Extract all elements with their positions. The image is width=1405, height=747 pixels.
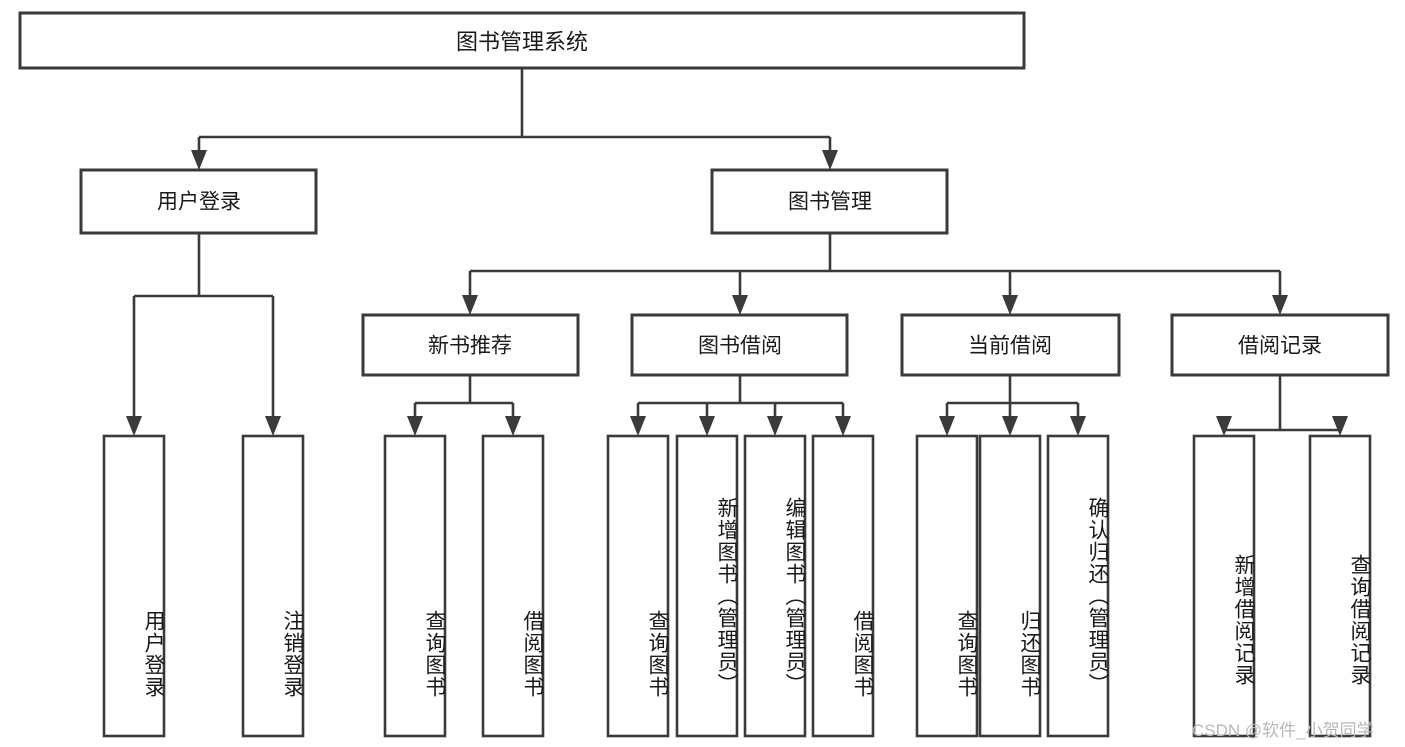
arrow-to-leaf-query-book-3 xyxy=(939,416,955,436)
node-user-login-box[interactable] xyxy=(79,168,318,235)
node-current-borrow-label: 当前借阅 xyxy=(968,335,1052,358)
edge-newbook-bus xyxy=(413,375,515,422)
node-leaf-edit-book-box[interactable] xyxy=(743,434,807,738)
arrow-to-book-manage xyxy=(822,150,838,170)
node-leaf-query-book-2-box[interactable] xyxy=(606,434,670,738)
node-leaf-query-record-box[interactable] xyxy=(1308,434,1372,738)
node-leaf-return-book-box[interactable] xyxy=(978,434,1042,738)
arrow-to-user-login xyxy=(191,150,207,170)
node-leaf-query-book-3-box[interactable] xyxy=(915,434,979,738)
arrow-to-leaf-edit-book xyxy=(767,416,783,436)
arrow-to-book-borrow xyxy=(732,295,748,315)
arrow-to-leaf-return-book xyxy=(1002,416,1018,436)
arrow-to-leaf-add-record xyxy=(1216,416,1232,436)
node-book-borrow-box[interactable] xyxy=(630,313,849,377)
arrow-to-leaf-borrow-book-1 xyxy=(505,416,521,436)
edge-bookborrow-bus xyxy=(636,375,845,422)
edge-root-bus xyxy=(197,68,832,156)
arrow-to-new-book-recommend xyxy=(462,295,478,315)
node-borrow-record-box[interactable] xyxy=(1170,313,1390,377)
node-leaf-query-book-1-box[interactable] xyxy=(383,434,447,738)
node-book-manage-box[interactable] xyxy=(710,168,949,235)
arrow-to-leaf-query-book-1 xyxy=(407,416,423,436)
node-book-manage-label: 图书管理 xyxy=(788,191,872,214)
node-user-login-label: 用户登录 xyxy=(157,191,241,214)
node-current-borrow-box[interactable] xyxy=(900,313,1121,377)
node-leaf-borrow-book-2-box[interactable] xyxy=(811,434,875,738)
node-leaf-confirm-return-box[interactable] xyxy=(1046,434,1110,738)
node-leaf-add-record-box[interactable] xyxy=(1192,434,1256,738)
csdn-watermark: CSDN @软件_小贺同学 xyxy=(1192,721,1374,740)
nodes-layer: 图书管理系统 用户登录 图书管理 新书推荐 图书借阅 当前借阅 借阅记录 xyxy=(18,11,1390,738)
arrow-to-current-borrow xyxy=(1002,295,1018,315)
edges-layer xyxy=(126,68,1348,436)
node-book-borrow-label: 图书借阅 xyxy=(698,335,782,358)
node-leaf-user-login-box[interactable] xyxy=(102,434,166,738)
node-new-book-recommend-box[interactable] xyxy=(361,313,580,377)
arrow-to-leaf-confirm-return xyxy=(1070,416,1086,436)
arrow-to-leaf-user-login xyxy=(126,416,142,436)
node-root-label: 图书管理系统 xyxy=(456,30,588,55)
edge-userlogin-bus xyxy=(132,233,275,422)
node-root-box[interactable] xyxy=(18,11,1026,70)
arrow-to-leaf-query-book-2 xyxy=(630,416,646,436)
edge-bookmanage-bus xyxy=(468,233,1282,301)
arrow-to-leaf-borrow-book-2 xyxy=(835,416,851,436)
arrow-to-leaf-query-record xyxy=(1332,416,1348,436)
arrow-to-leaf-add-book xyxy=(699,416,715,436)
edge-borrowrecord-bus xyxy=(1222,375,1342,432)
node-leaf-logout-login-box[interactable] xyxy=(241,434,305,738)
arrow-to-borrow-record xyxy=(1272,295,1288,315)
node-new-book-recommend-label: 新书推荐 xyxy=(428,335,512,358)
arrow-to-leaf-logout-login xyxy=(265,416,281,436)
node-borrow-record-label: 借阅记录 xyxy=(1238,335,1322,358)
node-leaf-borrow-book-1-box[interactable] xyxy=(481,434,545,738)
edge-currentborrow-bus xyxy=(945,375,1080,422)
node-leaf-add-book-box[interactable] xyxy=(675,434,739,738)
